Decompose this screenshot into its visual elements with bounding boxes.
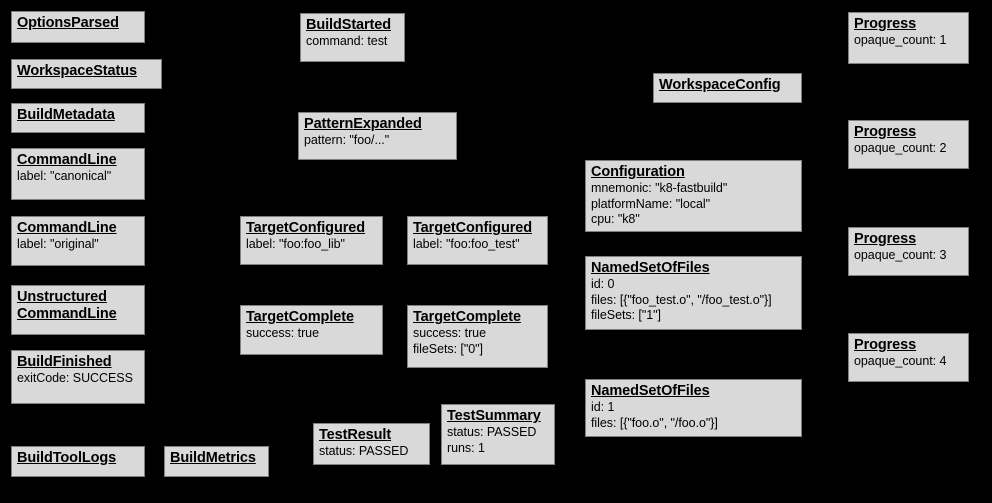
node-field: label: "canonical"	[17, 169, 112, 183]
node-field: label: "foo:foo_lib"	[246, 237, 345, 251]
node-field: opaque_count: 1	[854, 33, 947, 47]
node-title: Progress	[854, 231, 917, 247]
node-field: status: PASSED	[319, 444, 409, 458]
node-title: BuildStarted	[306, 17, 392, 33]
node-title: BuildToolLogs	[17, 450, 117, 466]
node-title: CommandLine	[17, 152, 117, 168]
node-title: OptionsParsed	[17, 15, 119, 31]
node-title: BuildMetadata	[17, 107, 115, 123]
node-title: NamedSetOfFiles	[591, 260, 710, 276]
node-field: mnemonic: "k8-fastbuild"	[591, 181, 728, 195]
node-workspace-config[interactable]: WorkspaceConfig	[653, 73, 802, 103]
node-title: WorkspaceConfig	[659, 77, 781, 93]
node-field: runs: 1	[447, 440, 485, 455]
node-field: command: test	[306, 34, 388, 48]
node-field: label: "original"	[17, 237, 99, 251]
node-title: CommandLine	[17, 306, 117, 322]
node-title: Configuration	[591, 164, 685, 180]
node-build-metadata[interactable]: BuildMetadata	[11, 103, 145, 133]
node-field: success: true	[413, 326, 486, 340]
node-title: TestResult	[319, 427, 392, 443]
node-title: BuildMetrics	[170, 450, 256, 466]
node-title: WorkspaceStatus	[17, 63, 137, 79]
node-build-metrics[interactable]: BuildMetrics	[164, 446, 269, 477]
node-field: platformName: "local"	[591, 196, 710, 211]
node-title: CommandLine	[17, 220, 117, 236]
node-field: exitCode: SUCCESS	[17, 371, 133, 385]
node-build-tool-logs[interactable]: BuildToolLogs	[11, 446, 145, 477]
node-title: Progress	[854, 16, 917, 32]
node-title: TargetConfigured	[413, 220, 532, 236]
node-field: id: 0	[591, 277, 615, 291]
node-title: TargetConfigured	[246, 220, 365, 236]
node-title: TargetComplete	[413, 309, 521, 325]
node-title: PatternExpanded	[304, 116, 422, 132]
node-field: opaque_count: 4	[854, 354, 947, 368]
node-title: TestSummary	[447, 408, 541, 424]
node-field: fileSets: ["1"]	[591, 308, 661, 322]
node-title: Unstructured	[17, 289, 107, 305]
node-workspace-status[interactable]: WorkspaceStatus	[11, 59, 162, 89]
node-field: status: PASSED	[447, 425, 537, 439]
node-title: NamedSetOfFiles	[591, 383, 710, 399]
node-field: fileSets: ["0"]	[413, 341, 483, 356]
node-title: TargetComplete	[246, 309, 354, 325]
node-field: opaque_count: 3	[854, 248, 947, 262]
node-field: cpu: "k8"	[591, 212, 640, 226]
node-title: Progress	[854, 337, 917, 353]
node-title: BuildFinished	[17, 354, 112, 370]
node-field: opaque_count: 2	[854, 141, 947, 155]
node-field: pattern: "foo/..."	[304, 133, 390, 147]
node-field: label: "foo:foo_test"	[413, 237, 520, 251]
node-options-parsed[interactable]: OptionsParsed	[11, 11, 145, 43]
node-field: files: [{"foo_test.o", "/foo_test.o"}]	[591, 292, 772, 307]
node-field: id: 1	[591, 400, 615, 414]
node-field: files: [{"foo.o", "/foo.o"}]	[591, 415, 718, 430]
node-title: Progress	[854, 124, 917, 140]
node-field: success: true	[246, 326, 319, 340]
